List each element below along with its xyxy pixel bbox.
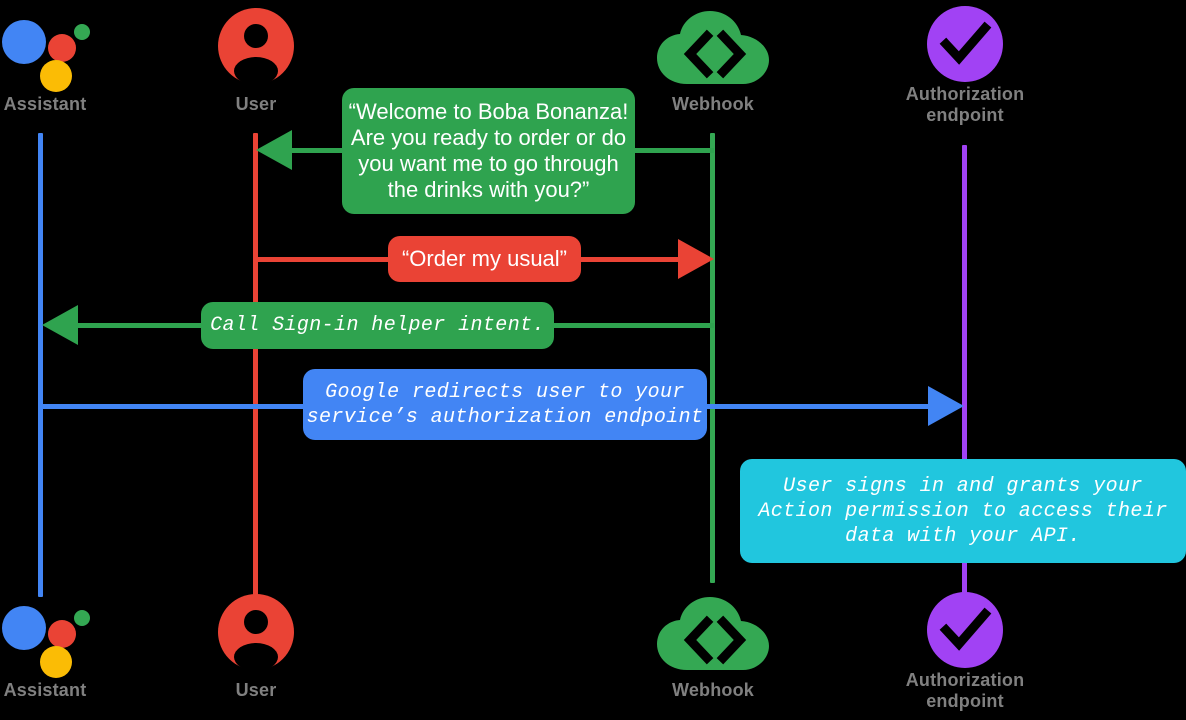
lifeline-webhook xyxy=(710,133,715,583)
connector-welcome-left xyxy=(290,148,345,153)
connector-welcome-right xyxy=(634,148,714,153)
assistant-dot-yellow xyxy=(40,60,72,92)
actor-assistant-bottom: Assistant xyxy=(0,594,145,701)
check-circle-svg xyxy=(927,592,1003,668)
connector-signin-left xyxy=(78,323,208,328)
actor-user-bottom: User xyxy=(156,594,356,701)
assistant-dot-red xyxy=(48,620,76,648)
lifeline-auth xyxy=(962,145,967,595)
connector-redirect-right xyxy=(700,404,930,409)
arrowhead-welcome xyxy=(256,130,292,170)
lifeline-assistant xyxy=(38,133,43,597)
lifeline-user xyxy=(253,133,258,597)
actor-label-auth: Authorization endpoint xyxy=(905,84,1025,125)
check-circle-icon xyxy=(865,4,1065,84)
assistant-dot-green xyxy=(74,24,90,40)
google-assistant-icon xyxy=(0,594,145,680)
message-bubble-welcome: “Welcome to Boba Bonanza! Are you ready … xyxy=(342,88,635,214)
assistant-dot-green xyxy=(74,610,90,626)
cloud-code-svg xyxy=(657,597,769,670)
message-bubble-signin-helper: Call Sign-in helper intent. xyxy=(201,302,554,349)
actor-label-user: User xyxy=(235,680,277,700)
assistant-dot-blue xyxy=(2,606,46,650)
actor-webhook-bottom: Webhook xyxy=(613,594,813,701)
check-circle-svg xyxy=(927,6,1003,82)
actor-auth-top: Authorization endpoint xyxy=(865,4,1065,126)
user-avatar-icon xyxy=(156,594,356,680)
actor-webhook-top: Webhook xyxy=(613,8,813,115)
connector-redirect-left xyxy=(38,404,310,409)
arrowhead-order xyxy=(678,239,714,279)
cloud-code-icon xyxy=(613,594,813,680)
connector-order-right xyxy=(575,257,680,262)
user-avatar-svg xyxy=(218,594,294,670)
actor-label-webhook: Webhook xyxy=(671,94,755,114)
arrowhead-redirect xyxy=(928,386,964,426)
actor-auth-bottom: Authorization endpoint xyxy=(865,590,1065,712)
check-circle-icon xyxy=(865,590,1065,670)
assistant-dot-yellow xyxy=(40,646,72,678)
message-bubble-google-redirect: Google redirects user to your service’s … xyxy=(303,369,707,440)
user-avatar-svg xyxy=(218,8,294,84)
actor-label-auth: Authorization endpoint xyxy=(905,670,1025,711)
actor-label-webhook: Webhook xyxy=(671,680,755,700)
user-avatar-icon xyxy=(156,8,356,94)
assistant-dot-blue xyxy=(2,20,46,64)
assistant-dot-red xyxy=(48,34,76,62)
actor-label-assistant: Assistant xyxy=(3,94,87,114)
actor-assistant-top: Assistant xyxy=(0,8,145,115)
connector-order-left xyxy=(253,257,393,262)
actor-label-user: User xyxy=(235,94,277,114)
message-bubble-user-grants: User signs in and grants your Action per… xyxy=(740,459,1186,563)
connector-signin-right xyxy=(552,323,714,328)
cloud-code-svg xyxy=(657,11,769,84)
actor-user-top: User xyxy=(156,8,356,115)
actor-label-assistant: Assistant xyxy=(3,680,87,700)
message-bubble-order: “Order my usual” xyxy=(388,236,581,282)
cloud-code-icon xyxy=(613,8,813,94)
google-assistant-icon xyxy=(0,8,145,94)
arrowhead-signin xyxy=(42,305,78,345)
